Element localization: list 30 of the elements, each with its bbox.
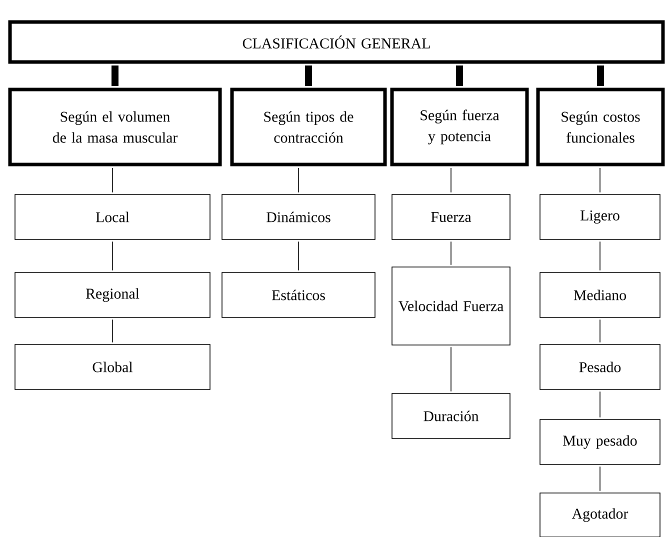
connector-line [305,66,312,86]
item-box: Velocidad Fuerza [392,266,510,346]
item-box: Local [14,194,210,240]
connector-line [112,241,113,271]
category-box: Según el volumen de la masa muscular [8,88,222,166]
connector-line [450,168,452,193]
connector-line [450,241,452,266]
item-box: Agotador [540,492,660,537]
item-box: Dinámicos [222,194,376,240]
item-box: Global [14,344,210,390]
connector-line [298,241,299,271]
connector-line [112,66,118,86]
connector-line [450,346,452,392]
category-box: Según fuerza y potencia [390,88,529,166]
item-box: Mediano [540,272,660,318]
connector-line [112,319,113,343]
item-box: Duración [392,393,510,439]
connector-line [456,66,463,86]
connector-line [112,168,113,193]
item-box: Fuerza [392,194,510,240]
title-box: CLASIFICACIÓN GENERAL [8,20,665,64]
item-box: Ligero [540,194,660,240]
item-box: Pesado [540,344,660,390]
item-box: Muy pesado [540,419,660,465]
connector-line [597,66,604,86]
category-box: Según tipos de contracción [230,88,387,166]
item-box: Estáticos [222,272,376,318]
category-box: Según costos funcionales [536,88,665,166]
connector-line [298,168,299,193]
item-box: Regional [14,272,210,318]
